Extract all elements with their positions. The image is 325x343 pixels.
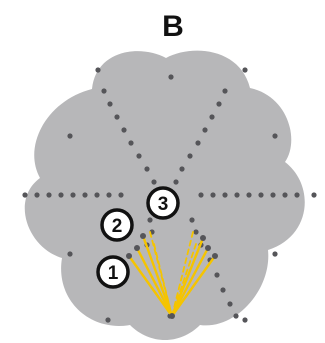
badge-circle	[100, 208, 134, 242]
hole	[242, 317, 248, 323]
hole	[144, 166, 150, 172]
hole	[222, 192, 228, 198]
badge-circle	[96, 255, 130, 289]
hole	[179, 166, 185, 172]
fiber-anchor	[134, 245, 140, 251]
hole	[67, 133, 73, 139]
fiber-anchor	[126, 253, 132, 259]
hole	[220, 287, 226, 293]
badge-2: 2	[100, 208, 134, 242]
badge-label: 1	[108, 263, 119, 284]
hole	[121, 127, 127, 133]
badge-1: 1	[96, 255, 130, 289]
hole	[216, 101, 222, 107]
hole	[101, 88, 107, 94]
hole	[270, 192, 276, 198]
hole	[82, 192, 88, 198]
hole	[67, 251, 73, 257]
hole	[106, 192, 112, 198]
hole	[242, 67, 248, 73]
fiber-line	[170, 246, 210, 318]
fiber-anchor	[212, 253, 218, 259]
hole	[246, 192, 252, 198]
hole	[168, 74, 174, 80]
hole	[34, 192, 40, 198]
hole	[198, 192, 204, 198]
fiber-bundle	[126, 231, 218, 319]
hole	[70, 192, 76, 198]
hole	[272, 133, 278, 139]
hole	[107, 101, 113, 107]
hole	[136, 153, 142, 159]
hole	[22, 192, 28, 198]
fiber-anchor	[169, 313, 175, 319]
hole	[173, 179, 179, 185]
hole	[210, 192, 216, 198]
hole	[114, 114, 120, 120]
fiber-line	[149, 231, 173, 317]
badge-circle	[146, 186, 180, 220]
hole	[258, 192, 264, 198]
hole	[95, 67, 101, 73]
fiber-line	[170, 236, 205, 318]
hole	[58, 192, 64, 198]
hole	[214, 272, 220, 278]
hole	[105, 317, 111, 323]
fiber-line	[127, 254, 174, 318]
badge-label: 2	[112, 216, 123, 237]
panel-label: B	[162, 10, 184, 43]
hole	[187, 153, 193, 159]
hole	[202, 127, 208, 133]
fiber-line	[170, 254, 217, 318]
hole	[193, 229, 199, 235]
fiber-anchor	[205, 245, 211, 251]
hole	[195, 140, 201, 146]
fiber-anchor	[200, 235, 206, 241]
hole	[233, 313, 239, 319]
fiber-line	[141, 234, 174, 318]
badge-label: 3	[158, 194, 169, 215]
hole	[282, 192, 288, 198]
hole	[94, 192, 100, 198]
hole	[311, 192, 317, 198]
fiber-line	[135, 246, 174, 318]
hole	[234, 192, 240, 198]
hole	[222, 88, 228, 94]
hole	[118, 192, 124, 198]
badge-3: 3	[146, 186, 180, 220]
hole	[189, 217, 195, 223]
hole	[46, 192, 52, 198]
hole	[209, 114, 215, 120]
hole	[272, 251, 278, 257]
hole	[147, 217, 153, 223]
fiber-line	[171, 231, 194, 317]
hole	[128, 140, 134, 146]
hole	[151, 179, 157, 185]
fiber-line	[171, 243, 197, 317]
fiber-anchor	[140, 233, 146, 239]
hole	[227, 301, 233, 307]
hole	[294, 192, 300, 198]
